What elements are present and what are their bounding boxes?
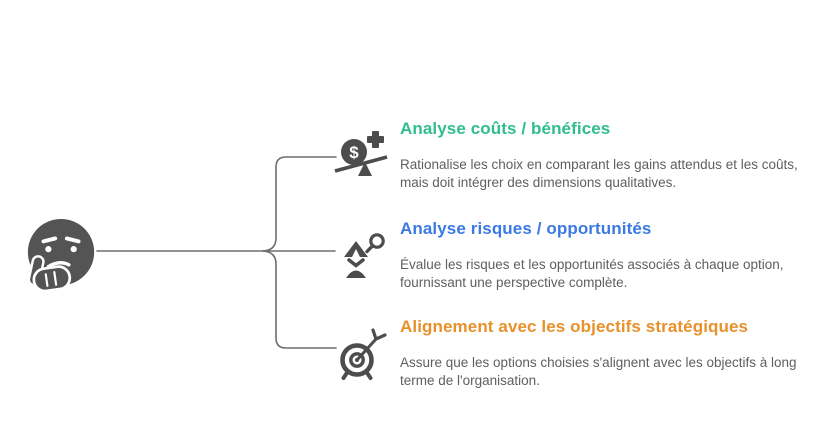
item-description: Évalue les risques et les opportunités a…: [400, 257, 784, 290]
branch-strategic-alignment: Alignement avec les objectifs stratégiqu…: [334, 317, 810, 390]
item-description: Rationalise les choix en comparant les g…: [400, 157, 798, 190]
target-feet: [341, 370, 373, 380]
down-chevron: [347, 258, 365, 268]
bottom-dome: [346, 270, 366, 278]
branch-cost-benefit: $ Analyse coûts / bénéfices Rationalise …: [334, 119, 810, 192]
branch-top-line: [262, 156, 337, 252]
branch-risk-opportunity: Analyse risques / opportunités Évalue le…: [334, 219, 810, 292]
arrow-shaft: [355, 337, 378, 362]
item-description: Assure que les options choisies s'aligne…: [400, 355, 797, 388]
svg-text:$: $: [349, 143, 359, 162]
item-title: Analyse risques / opportunités: [400, 219, 652, 238]
target-inner-ring: [349, 352, 365, 368]
risk-opportunity-magnifier-icon: [334, 229, 390, 285]
strategic-target-arrow-icon: [334, 328, 390, 384]
item-title: Alignement avec les objectifs stratégiqu…: [400, 317, 749, 336]
right-eye: [70, 246, 77, 253]
branch-bottom-line: [262, 250, 337, 349]
left-eye: [45, 246, 52, 253]
magnifier-icon: [365, 233, 385, 254]
right-eyebrow: [64, 236, 81, 244]
frown-mouth: [46, 261, 71, 269]
plus-icon: [367, 131, 384, 148]
left-eyebrow: [41, 236, 58, 244]
arrow-fletching: [371, 328, 387, 341]
dollar-coin-icon: [341, 139, 367, 165]
balance-beam: [334, 155, 388, 173]
hand-on-chin: [27, 255, 72, 293]
target-outer-ring: [340, 343, 374, 377]
balance-fulcrum: [358, 162, 372, 176]
item-title: Analyse coûts / bénéfices: [400, 119, 611, 138]
cost-benefit-balance-icon: $: [334, 130, 390, 186]
thinking-face-emoji: [27, 218, 95, 293]
